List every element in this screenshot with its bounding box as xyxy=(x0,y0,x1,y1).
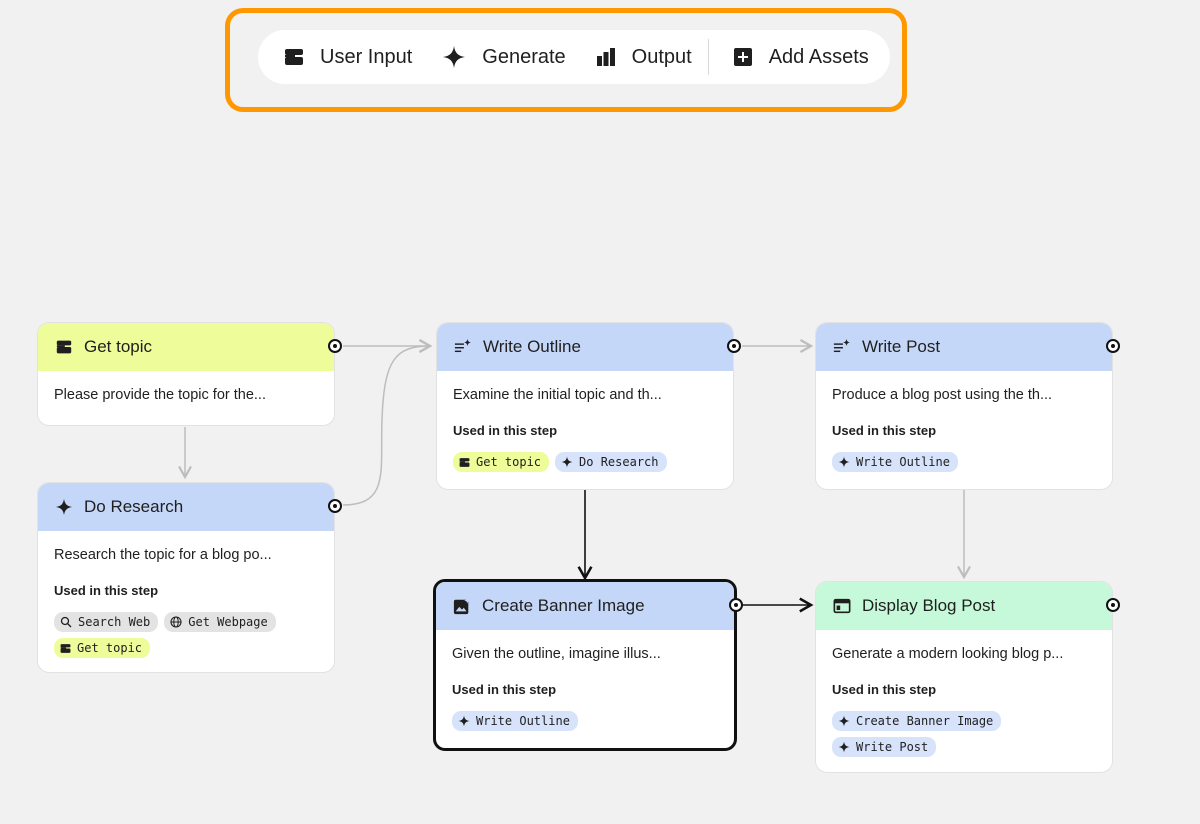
output-port[interactable] xyxy=(1106,339,1120,353)
chip-label: Do Research xyxy=(579,455,659,469)
node-do-research[interactable]: Do Research Research the topic for a blo… xyxy=(37,482,342,673)
output-icon xyxy=(596,48,615,66)
sparkle-icon xyxy=(561,456,573,468)
user-input-icon xyxy=(459,457,470,467)
node-create-banner-image[interactable]: Create Banner Image Given the outline, i… xyxy=(433,579,743,751)
chip-list: Create Banner Image Write Post xyxy=(816,697,1112,769)
chip-get-topic[interactable]: Get topic xyxy=(453,452,550,472)
chip-write-post[interactable]: Write Post xyxy=(832,737,937,757)
chip-search-web[interactable]: Search Web xyxy=(54,612,159,632)
text-sparkle-icon xyxy=(832,337,852,357)
output-label: Output xyxy=(631,45,692,68)
chip-get-webpage[interactable]: Get Webpage xyxy=(164,612,276,632)
node-header[interactable]: Create Banner Image xyxy=(436,582,743,630)
node-header[interactable]: Get topic xyxy=(38,323,342,371)
text-sparkle-icon xyxy=(453,337,473,357)
node-title: Create Banner Image xyxy=(482,596,645,615)
chip-label: Get Webpage xyxy=(188,615,268,629)
web-page-icon xyxy=(832,596,852,616)
node-title: Display Blog Post xyxy=(862,596,996,615)
node-description: Generate a modern looking blog p... xyxy=(832,646,1064,662)
add-assets-button[interactable]: Add Assets xyxy=(733,46,869,69)
toolbar: User Input Generate Output Add Assets xyxy=(258,30,890,84)
sparkle-icon xyxy=(458,715,470,727)
globe-icon xyxy=(170,616,182,628)
chip-create-banner-image[interactable]: Create Banner Image xyxy=(832,711,1002,731)
sparkle-icon xyxy=(838,456,850,468)
node-write-outline[interactable]: Write Outline Examine the initial topic … xyxy=(436,322,741,490)
used-in-step-label: Used in this step xyxy=(54,583,159,598)
user-input-button[interactable]: User Input xyxy=(284,46,412,69)
chip-write-outline[interactable]: Write Outline xyxy=(452,711,578,731)
node-header[interactable]: Do Research xyxy=(38,483,342,531)
add-box-icon xyxy=(733,48,752,66)
chip-get-topic[interactable]: Get topic xyxy=(54,638,151,658)
chip-write-outline[interactable]: Write Outline xyxy=(832,452,958,472)
node-display-blog-post[interactable]: Display Blog Post Generate a modern look… xyxy=(815,581,1120,773)
chip-list: Write Outline xyxy=(436,697,734,743)
user-input-icon xyxy=(285,49,303,65)
chip-do-research[interactable]: Do Research xyxy=(555,452,667,472)
toolbar-highlight xyxy=(225,8,907,112)
node-header[interactable]: Write Outline xyxy=(437,323,741,371)
used-in-step-label: Used in this step xyxy=(453,423,558,438)
used-in-step-label: Used in this step xyxy=(832,423,937,438)
node-description: Produce a blog post using the th... xyxy=(832,387,1053,403)
node-description: Please provide the topic for the... xyxy=(54,387,266,403)
user-input-icon xyxy=(60,643,71,653)
node-title: Get topic xyxy=(84,337,153,356)
node-title: Write Outline xyxy=(483,337,581,356)
output-port[interactable] xyxy=(328,339,342,353)
edge-doresearch-writeoutline xyxy=(342,339,433,506)
chip-label: Write Post xyxy=(856,740,929,754)
chip-label: Create Banner Image xyxy=(856,714,994,728)
output-button[interactable]: Output xyxy=(596,46,692,69)
chip-label: Get topic xyxy=(77,641,143,655)
chip-list: Search Web Get Webpage Get topic xyxy=(38,598,334,670)
generate-label: Generate xyxy=(482,45,566,68)
toolbar-divider xyxy=(707,39,709,75)
generate-button[interactable]: Generate xyxy=(442,45,566,69)
chip-list: Write Outline xyxy=(816,438,1112,484)
node-header[interactable]: Display Blog Post xyxy=(816,582,1120,630)
sparkle-icon xyxy=(54,497,74,517)
add-assets-label: Add Assets xyxy=(768,45,869,68)
node-write-post[interactable]: Write Post Produce a blog post using the… xyxy=(815,322,1120,490)
output-port[interactable] xyxy=(328,499,342,513)
node-title: Write Post xyxy=(862,337,941,356)
used-in-step-label: Used in this step xyxy=(452,682,557,697)
output-port[interactable] xyxy=(727,339,741,353)
node-header[interactable]: Write Post xyxy=(816,323,1120,371)
output-port[interactable] xyxy=(1106,598,1120,612)
chip-label: Get topic xyxy=(476,455,542,469)
node-description: Given the outline, imagine illus... xyxy=(452,646,661,662)
node-get-topic[interactable]: Get topic Please provide the topic for t… xyxy=(37,322,342,426)
image-sparkle-icon xyxy=(452,596,472,616)
used-in-step-label: Used in this step xyxy=(832,682,937,697)
user-input-icon xyxy=(54,337,74,357)
sparkle-icon xyxy=(443,46,466,68)
sparkle-icon xyxy=(838,741,850,753)
chip-list: Get topic Do Research xyxy=(437,438,733,484)
search-icon xyxy=(60,616,72,628)
user-input-label: User Input xyxy=(320,45,413,68)
node-description: Examine the initial topic and th... xyxy=(453,387,662,403)
chip-label: Search Web xyxy=(78,615,151,629)
node-description: Research the topic for a blog po... xyxy=(54,547,272,563)
node-title: Do Research xyxy=(84,497,184,516)
output-port[interactable] xyxy=(729,598,743,612)
sparkle-icon xyxy=(838,715,850,727)
chip-label: Write Outline xyxy=(856,455,950,469)
chip-label: Write Outline xyxy=(476,714,570,728)
